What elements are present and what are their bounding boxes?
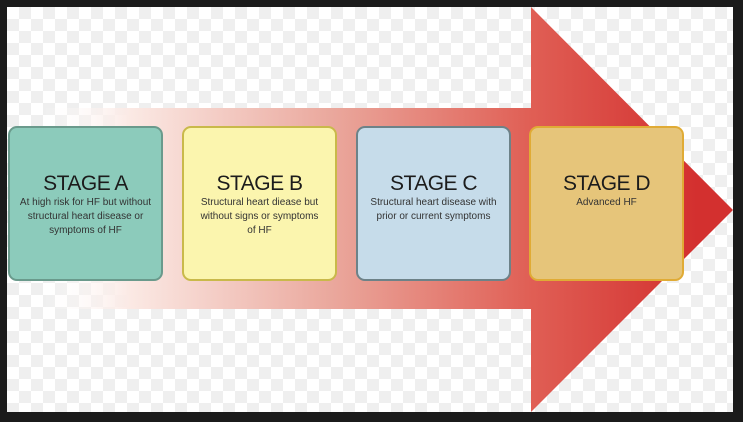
diagram-canvas: STAGE A At high risk for HF but without … <box>7 7 733 412</box>
stage-a-title: STAGE A <box>43 172 128 195</box>
stage-b-card: STAGE B Structural heart diease but with… <box>182 126 337 281</box>
stage-b-description: Structural heart diease but without sign… <box>200 197 319 236</box>
stage-c-title: STAGE C <box>389 172 478 195</box>
stage-a-description: At high risk for HF but without structur… <box>19 197 152 236</box>
stage-b-title: STAGE B <box>216 172 303 195</box>
stage-d-title: STAGE D <box>562 172 651 195</box>
stage-a-card: STAGE A At high risk for HF but without … <box>8 126 163 281</box>
stage-c-description: Structural heart disease with prior or c… <box>370 197 497 222</box>
stage-d-card: STAGE D Advanced HF <box>529 126 684 281</box>
stage-c-card: STAGE C Structural heart disease with pr… <box>356 126 511 281</box>
stage-d-description: Advanced HF <box>576 197 637 208</box>
